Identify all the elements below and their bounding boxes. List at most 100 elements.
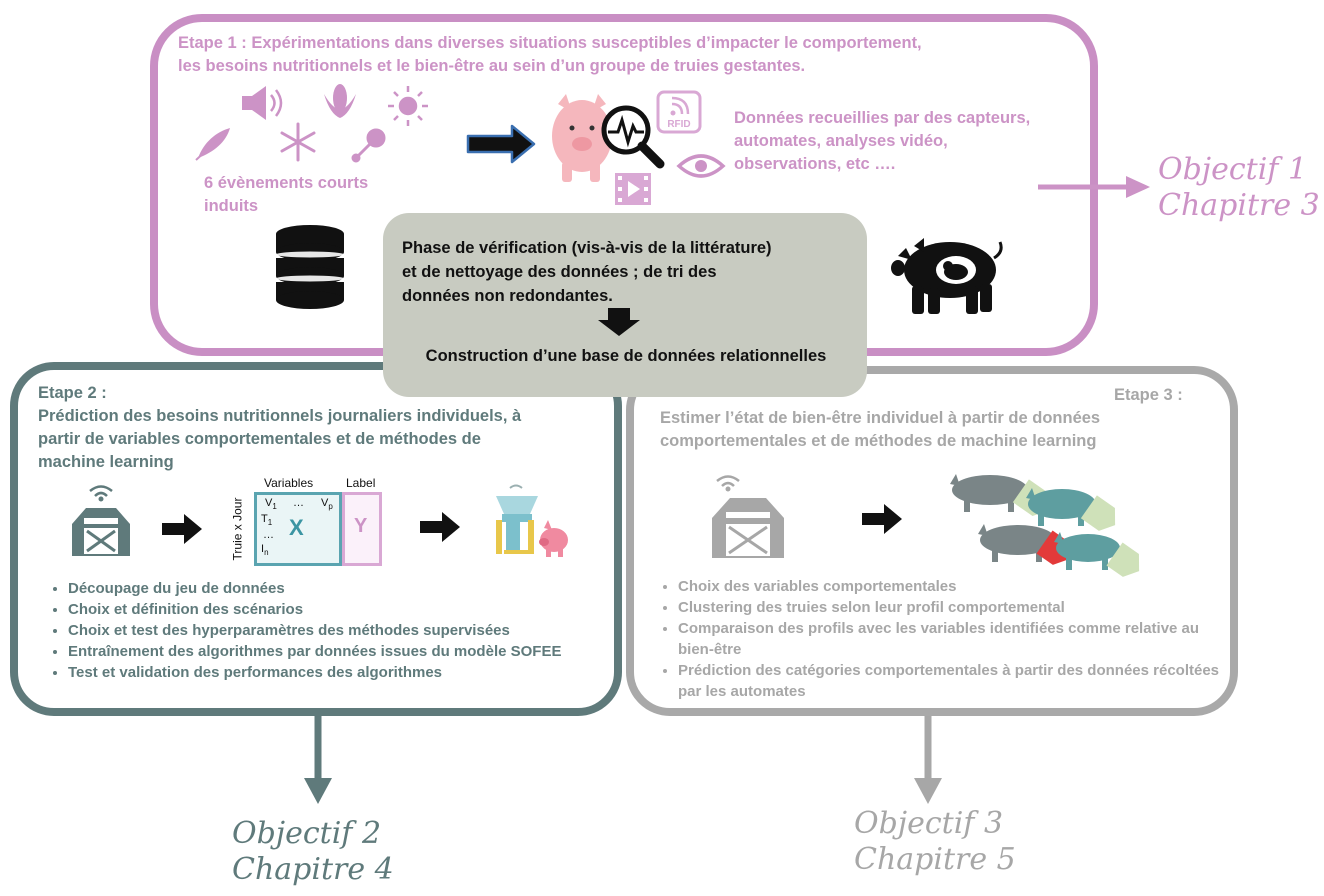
barn-wifi-icon: [712, 475, 784, 558]
down-arrow-icon: [598, 308, 640, 336]
rfid-icon: RFID: [656, 90, 702, 134]
snowflake-icon: [280, 122, 316, 162]
matrix-in-sub: n: [264, 548, 269, 558]
etape2-bullet: Choix et test des hyperparamètres des mé…: [68, 620, 610, 641]
etape2-bullet: Découpage du jeu de données: [68, 578, 610, 599]
etape3-bullet: Comparaison des profils avec les variabl…: [678, 618, 1230, 660]
etape2-bullet: Test et validation des performances des …: [68, 662, 610, 683]
events-icons: [195, 84, 428, 163]
tagged-pigs-icon: [950, 474, 1140, 577]
database-construction-text: Construction d’une base de données relat…: [425, 347, 827, 365]
matrix-rows-axis: Truie x Jour: [230, 497, 245, 561]
matrix-dots: …: [293, 497, 304, 509]
data-matrix: Variables Label Truie x Jour V1 … Vp T1 …: [230, 476, 384, 566]
matrix-x: V1 … Vp T1 … In X: [254, 492, 342, 566]
pig-teal-2: [1054, 532, 1120, 570]
matrix-v1-sub: 1: [272, 502, 277, 512]
etape1-title: Etape 1 : Expérimentations dans diverses…: [178, 32, 1078, 78]
objectif1-text: Objectif 1 Chapitre 3: [1158, 152, 1320, 224]
etape2-bullet-list: Découpage du jeu de donnéesChoix et défi…: [40, 578, 610, 683]
events-line2: induits: [204, 197, 259, 215]
matrix-in-letter: I: [261, 543, 265, 555]
sun-icon: [388, 86, 428, 126]
matrix-vdots: …: [263, 529, 274, 541]
magnifier-icon: [601, 105, 665, 169]
objectif1-title: Objectif 1: [1158, 152, 1308, 187]
events-line1: 6 évènements courts: [204, 174, 369, 192]
pig-magnifier-icon: [552, 94, 665, 182]
matrix-in: In: [261, 543, 269, 557]
arrow-right-icon: [162, 514, 202, 544]
etape2-bullet: Choix et définition des scénarios: [68, 599, 610, 620]
chapitre5-title: Chapitre 5: [854, 842, 1016, 877]
pregnant-sow-icon: [891, 238, 1003, 314]
matrix-vp-sub: p: [328, 502, 333, 512]
matrix-label-label: Label: [346, 476, 376, 490]
etape3-label: Etape 3 :: [1114, 386, 1183, 404]
matrix-t1-sub: 1: [267, 518, 273, 528]
chapitre4-title: Chapitre 4: [232, 852, 394, 887]
verification-text: Phase de vérification (vis-à-vis de la l…: [402, 236, 862, 308]
matrix-y-letter: Y: [354, 515, 368, 537]
events-label: 6 évènements courts induits: [204, 172, 368, 218]
matrix-t1-letter: T: [261, 513, 268, 525]
objectif3-title: Objectif 3: [854, 806, 1004, 841]
matrix-x-letter: X: [289, 515, 304, 540]
speaker-icon: [242, 86, 283, 120]
arrow-right-icon: [862, 504, 902, 534]
database-icon: [276, 225, 344, 309]
arrow-right-icon: [420, 512, 460, 542]
verification-line3: données non redondantes.: [402, 287, 613, 305]
verification-line2: et de nettoyage des données ; de tri des: [402, 263, 717, 281]
etape2-bullets: Découpage du jeu de donnéesChoix et défi…: [40, 578, 610, 683]
verification-line1: Phase de vérification (vis-à-vis de la l…: [402, 239, 772, 257]
matrix-y: Y: [342, 492, 382, 566]
objectif3-text: Objectif 3 Chapitre 5: [854, 806, 1016, 878]
objectif2-title: Objectif 2: [232, 816, 382, 851]
etape2-title-line2: partir de variables comportementales et …: [38, 430, 481, 448]
barn-wifi-icon: [72, 485, 130, 556]
matrix-v1: V1: [265, 497, 277, 511]
chapitre3-title: Chapitre 3: [1158, 188, 1320, 223]
etape1-title-line2: les besoins nutritionnels et le bien-êtr…: [178, 57, 806, 75]
pig-grey-1: [950, 474, 1028, 512]
etape2-title-line3: machine learning: [38, 453, 174, 471]
objectif1-arrow: [1038, 176, 1150, 198]
etape2-label: Etape 2 :: [38, 384, 107, 402]
etape2-title: Etape 2 : Prédiction des besoins nutriti…: [38, 382, 618, 474]
corn-icon: [324, 84, 356, 118]
objectif3-arrow: [914, 716, 942, 804]
data-sources-text: Données recueillies par des capteurs, au…: [734, 107, 1030, 176]
objectif2-arrow: [304, 716, 332, 804]
matrix-vp-letter: V: [321, 497, 329, 509]
data-line3: observations, etc ….: [734, 155, 896, 173]
etape3-bullet-list: Choix des variables comportementalesClus…: [650, 576, 1230, 702]
etape3-bullets: Choix des variables comportementalesClus…: [650, 576, 1230, 702]
matrix-t1: T1: [261, 513, 272, 527]
video-icon: [615, 173, 651, 205]
matrix-vp: Vp: [321, 497, 333, 511]
rfid-label: RFID: [667, 119, 690, 130]
leaf-icon: [195, 128, 230, 161]
data-line1: Données recueillies par des capteurs,: [734, 109, 1031, 127]
pig-teal-1: [1026, 488, 1096, 526]
matrix-variables-label: Variables: [264, 476, 314, 490]
pig-grey-2: [978, 524, 1056, 562]
matrix-v1-letter: V: [265, 497, 273, 509]
etape3-title-line2: comportementales et de méthodes de machi…: [660, 432, 1097, 450]
arrow-right-icon: [466, 124, 536, 164]
etape3-bullet: Clustering des truies selon leur profil …: [678, 597, 1230, 618]
eye-icon: [676, 154, 726, 178]
etape3-title-line1: Estimer l’état de bien-être individuel à…: [660, 409, 1101, 427]
verification-box: [383, 213, 867, 397]
etape2-bullet: Entraînement des algorithmes par données…: [68, 641, 610, 662]
etape3-bullet: Prédiction des catégories comportemental…: [678, 660, 1230, 702]
etape1-title-line1: Etape 1 : Expérimentations dans diverses…: [178, 34, 922, 52]
feeder-icon: [496, 484, 568, 557]
data-line2: automates, analyses vidéo,: [734, 132, 948, 150]
etape3-title: Estimer l’état de bien-être individuel à…: [660, 407, 1220, 453]
etape3-bullet: Choix des variables comportementales: [678, 576, 1230, 597]
rattle-icon: [351, 128, 386, 163]
etape2-title-line1: Prédiction des besoins nutritionnels jou…: [38, 407, 522, 425]
objectif2-text: Objectif 2 Chapitre 4: [232, 816, 394, 888]
